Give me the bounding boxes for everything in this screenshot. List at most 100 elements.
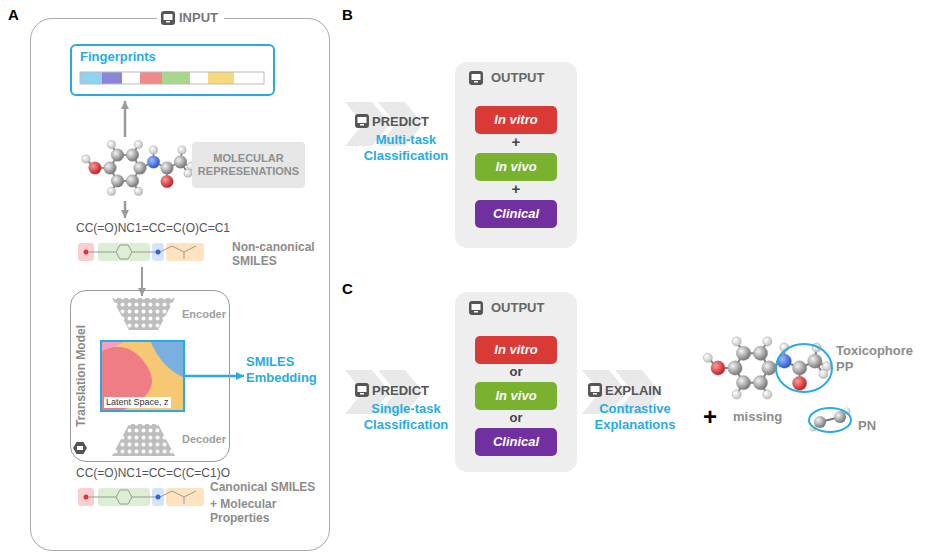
node-text: INPUT [157,10,224,26]
molecule-model [703,337,831,399]
flow-arrow [141,267,143,296]
task-box: Clinical [475,428,557,456]
atom [728,361,742,375]
monitor-icon [469,301,483,315]
representation-label: Canonical SMILES [210,480,328,494]
atom [792,376,806,390]
operator-sign: + [506,133,526,151]
annotation-label: PN [858,418,898,434]
representation-label: Non-canonical SMILES [232,240,327,269]
atom [126,175,139,188]
atom [732,390,741,399]
atom [753,346,767,360]
atom [753,376,767,390]
atom [161,175,174,188]
toxicophore-ring [809,408,851,432]
atom [107,187,115,195]
atom [89,162,102,175]
representation-label: + Molecular Properties [210,497,328,526]
atom [174,156,187,169]
bit-cell [208,72,234,84]
atom [107,141,115,149]
node-text: In vitro [494,112,537,128]
latent-region [100,340,185,412]
fingerprint-bar [80,72,264,84]
operator-sign: + [703,403,727,432]
panel-letter: A [8,6,28,24]
smiles-sketch [78,488,204,506]
atom [104,162,117,175]
molecule-model [82,141,195,196]
task-box: In vitro [475,336,557,364]
task-box: In vivo [475,153,557,181]
bond-sketch [89,252,116,253]
node-text: Clinical [493,434,539,450]
atom [134,187,142,195]
atom [161,162,174,175]
atom [82,155,90,163]
atom [736,376,750,390]
layer-label: Decoder [182,433,228,446]
node-text: Translation Model [74,322,88,430]
step-caption: Multi-task Classification [360,132,452,163]
node-text: In vivo [495,159,536,175]
step-label: PREDICT [372,383,442,399]
step-caption: Single-task Classification [360,401,452,432]
atom-dot [84,250,89,255]
bit-cell [122,72,140,84]
embedding-label: SMILES Embedding [246,352,328,392]
operator-sign: + [506,180,526,198]
node-text: Fingerprints [80,49,265,65]
atom [703,353,712,362]
output-panel: In vitroIn vivoClinicalOUTPUT [455,292,577,472]
node-text: OUTPUT [491,70,544,86]
monitor-icon [469,71,483,85]
atom [111,149,124,162]
bit-cell [102,72,122,84]
node-text: Latent Space, z [104,397,171,408]
operator-word: or [501,364,531,380]
toxicophore-ring [776,344,832,392]
atom [147,156,160,169]
missing-fragment [810,408,851,432]
atom-dot [156,250,161,255]
chain-sketch [160,246,196,252]
bit-cell [190,72,208,84]
bit-cell [234,72,264,84]
atom [126,149,139,162]
atom [808,354,822,368]
step-label: PREDICT [372,114,442,130]
connector-arrow [185,375,244,378]
atom [111,175,124,188]
layer-label: Encoder [182,308,228,321]
carbon-atom [834,411,846,423]
decoder-funnel [112,424,175,456]
atom [178,146,186,154]
bit-cell [140,72,162,84]
latent-box: Latent Space, z [100,340,185,412]
bond-sketch [132,252,156,253]
atom [184,169,192,177]
task-box: In vivo [475,382,557,410]
step-label: EXPLAIN [605,383,675,399]
atom [763,337,772,346]
atom [736,346,750,360]
flow-arrow [124,201,127,218]
atom [134,141,142,149]
annotation-label: missing [733,409,803,425]
representation-box: MOLECULAR REPRESENATIONS [192,142,305,188]
monitor-icon [588,383,602,397]
bit-cell [162,72,190,84]
panel-letter: B [342,6,362,24]
atom [732,337,741,346]
panel-letter: C [342,280,362,298]
operator-word: or [501,410,531,426]
node-text: MOLECULAR REPRESENATIONS [195,152,302,178]
carbon-atom [814,416,826,428]
task-box: In vitro [475,106,557,134]
latent-region [150,340,185,378]
model-icon-screen [77,446,83,450]
atom [134,162,147,175]
latent-map [100,340,185,412]
